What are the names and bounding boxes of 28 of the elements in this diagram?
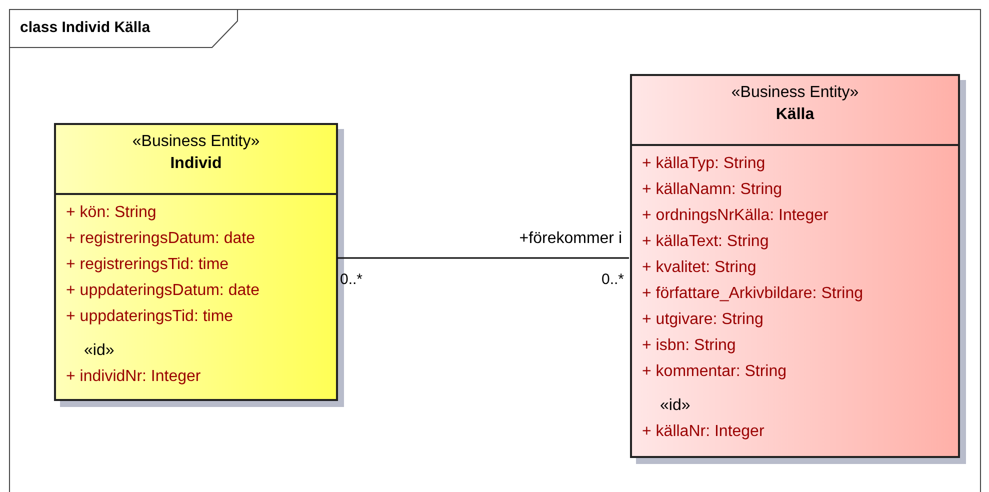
stereotype: «id» bbox=[84, 341, 114, 361]
attribute: + registreringsTid: time bbox=[66, 255, 229, 275]
attribute: + kvalitet: String bbox=[642, 258, 756, 278]
attribute: + kön: String bbox=[66, 203, 156, 223]
diagram-frame bbox=[9, 9, 981, 492]
attribute: + uppdateringsDatum: date bbox=[66, 281, 260, 301]
role-label: +förekommer i bbox=[519, 230, 622, 248]
attribute: + ordningsNrKälla: Integer bbox=[642, 206, 828, 226]
attribute: + författare_Arkivbildare: String bbox=[642, 284, 863, 304]
attribute: + kommentar: String bbox=[642, 362, 786, 382]
multiplicity-label: 0..* bbox=[340, 271, 363, 289]
attribute: + källaText: String bbox=[642, 232, 769, 252]
attribute: + isbn: String bbox=[642, 336, 736, 356]
stereotype: «id» bbox=[660, 396, 690, 416]
stereotype: «Business Entity» bbox=[131, 132, 261, 152]
attribute: + individNr: Integer bbox=[66, 367, 201, 387]
attribute: + källaNr: Integer bbox=[642, 422, 764, 442]
stereotype: «Business Entity» bbox=[730, 83, 860, 103]
attribute: + uppdateringsTid: time bbox=[66, 307, 234, 327]
association-line bbox=[337, 257, 629, 259]
class-name: Källa bbox=[774, 105, 816, 125]
class-name: Individ bbox=[169, 154, 223, 174]
attribute: + utgivare: String bbox=[642, 310, 764, 330]
attribute: + källaNamn: String bbox=[642, 180, 782, 200]
attribute: + registreringsDatum: date bbox=[66, 229, 255, 249]
frame-title: class Individ Källa bbox=[20, 19, 150, 36]
multiplicity-label: 0..* bbox=[601, 271, 624, 289]
attribute: + källaTyp: String bbox=[642, 154, 766, 174]
